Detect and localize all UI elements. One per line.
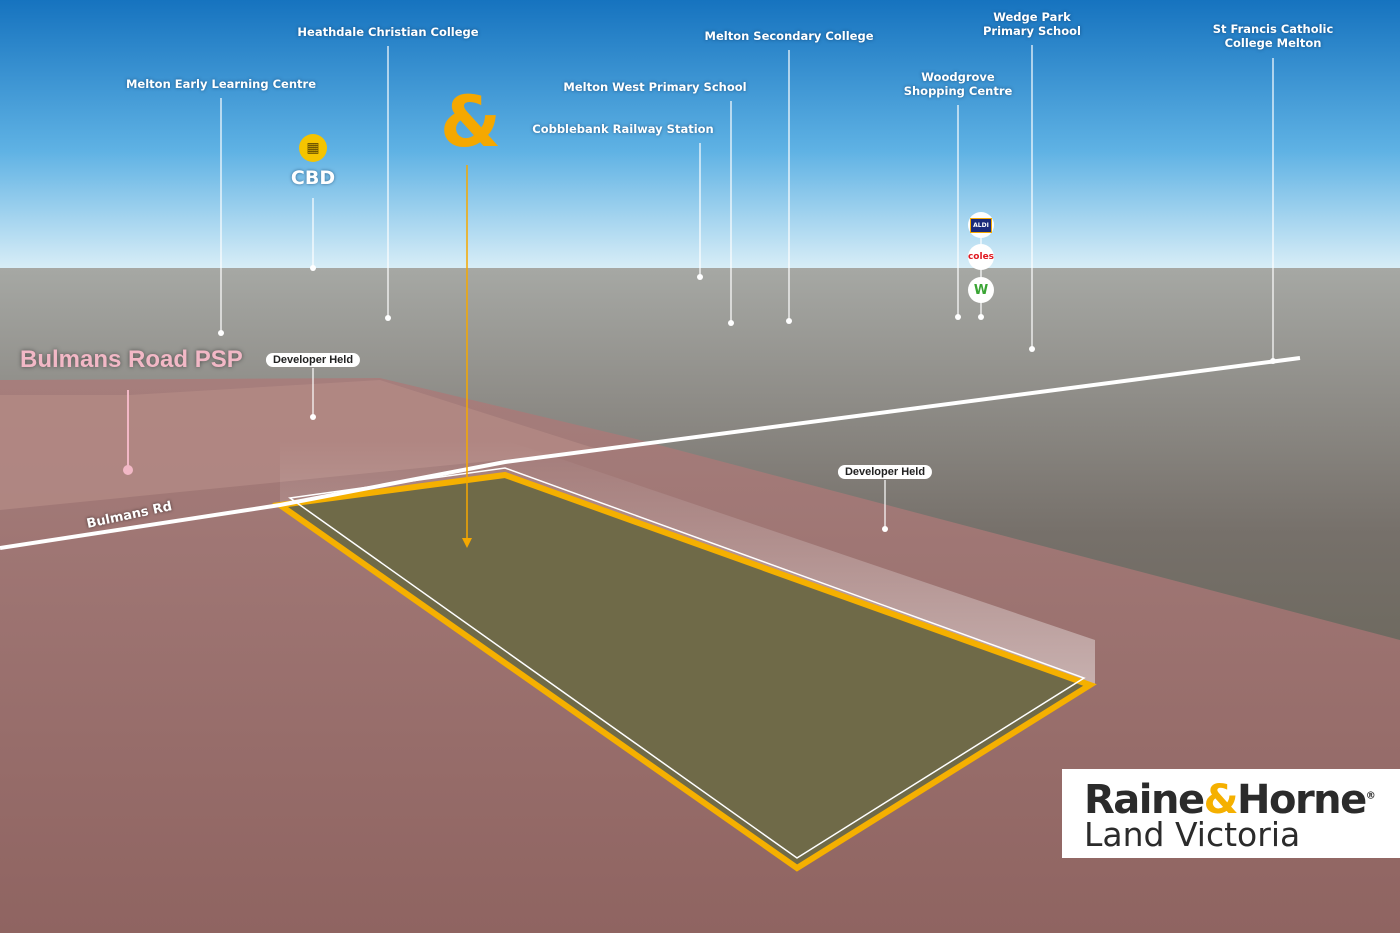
aldi-logo-icon: ALDI	[968, 212, 994, 238]
brand-registered: ®	[1365, 790, 1376, 802]
label-heathdale: Heathdale Christian College	[297, 25, 479, 39]
leader-dots	[218, 265, 1276, 532]
label-melton-west: Melton West Primary School	[563, 80, 747, 94]
highlight-glow	[280, 440, 1095, 685]
label-line: Shopping Centre	[903, 84, 1013, 98]
badge-developer-held: Developer Held	[837, 465, 933, 479]
property-marker-ampersand: &	[440, 81, 502, 163]
label-melton-secondary: Melton Secondary College	[704, 29, 874, 43]
woolworths-logo-icon: W	[968, 277, 994, 303]
label-line: College Melton	[1224, 36, 1322, 50]
label-line: St Francis Catholic	[1212, 22, 1334, 36]
label-line: Primary School	[983, 24, 1081, 38]
subject-property	[271, 471, 1097, 872]
aldi-text: ALDI	[970, 217, 992, 233]
psp-dot	[123, 465, 133, 475]
label-cobblebank: Cobblebank Railway Station	[532, 122, 714, 136]
pointer-arrow	[462, 538, 472, 548]
brand-logo: Raine&Horne® Land Victoria	[1062, 769, 1400, 858]
brand-horne: Horne	[1237, 777, 1367, 823]
leader-lines	[220, 45, 1274, 529]
brand-ampersand: &	[1203, 777, 1239, 823]
label-melton-early-learning: Melton Early Learning Centre	[125, 77, 317, 91]
brand-subtitle: Land Victoria	[1084, 815, 1301, 854]
label-line: Wedge Park	[993, 10, 1071, 24]
label-line: Woodgrove	[921, 70, 995, 84]
coles-logo-icon: coles	[968, 244, 994, 270]
label-bulmans-psp: Bulmans Road PSP	[20, 346, 243, 373]
badge-developer-held: Developer Held	[265, 353, 361, 367]
brand-name: Raine&Horne®	[1084, 777, 1376, 823]
property-outline	[288, 467, 1086, 859]
brand-raine: Raine	[1084, 777, 1205, 823]
label-cbd: CBD	[290, 167, 336, 189]
city-building-icon: ▦	[299, 134, 327, 162]
bulmans-road	[0, 356, 1301, 550]
